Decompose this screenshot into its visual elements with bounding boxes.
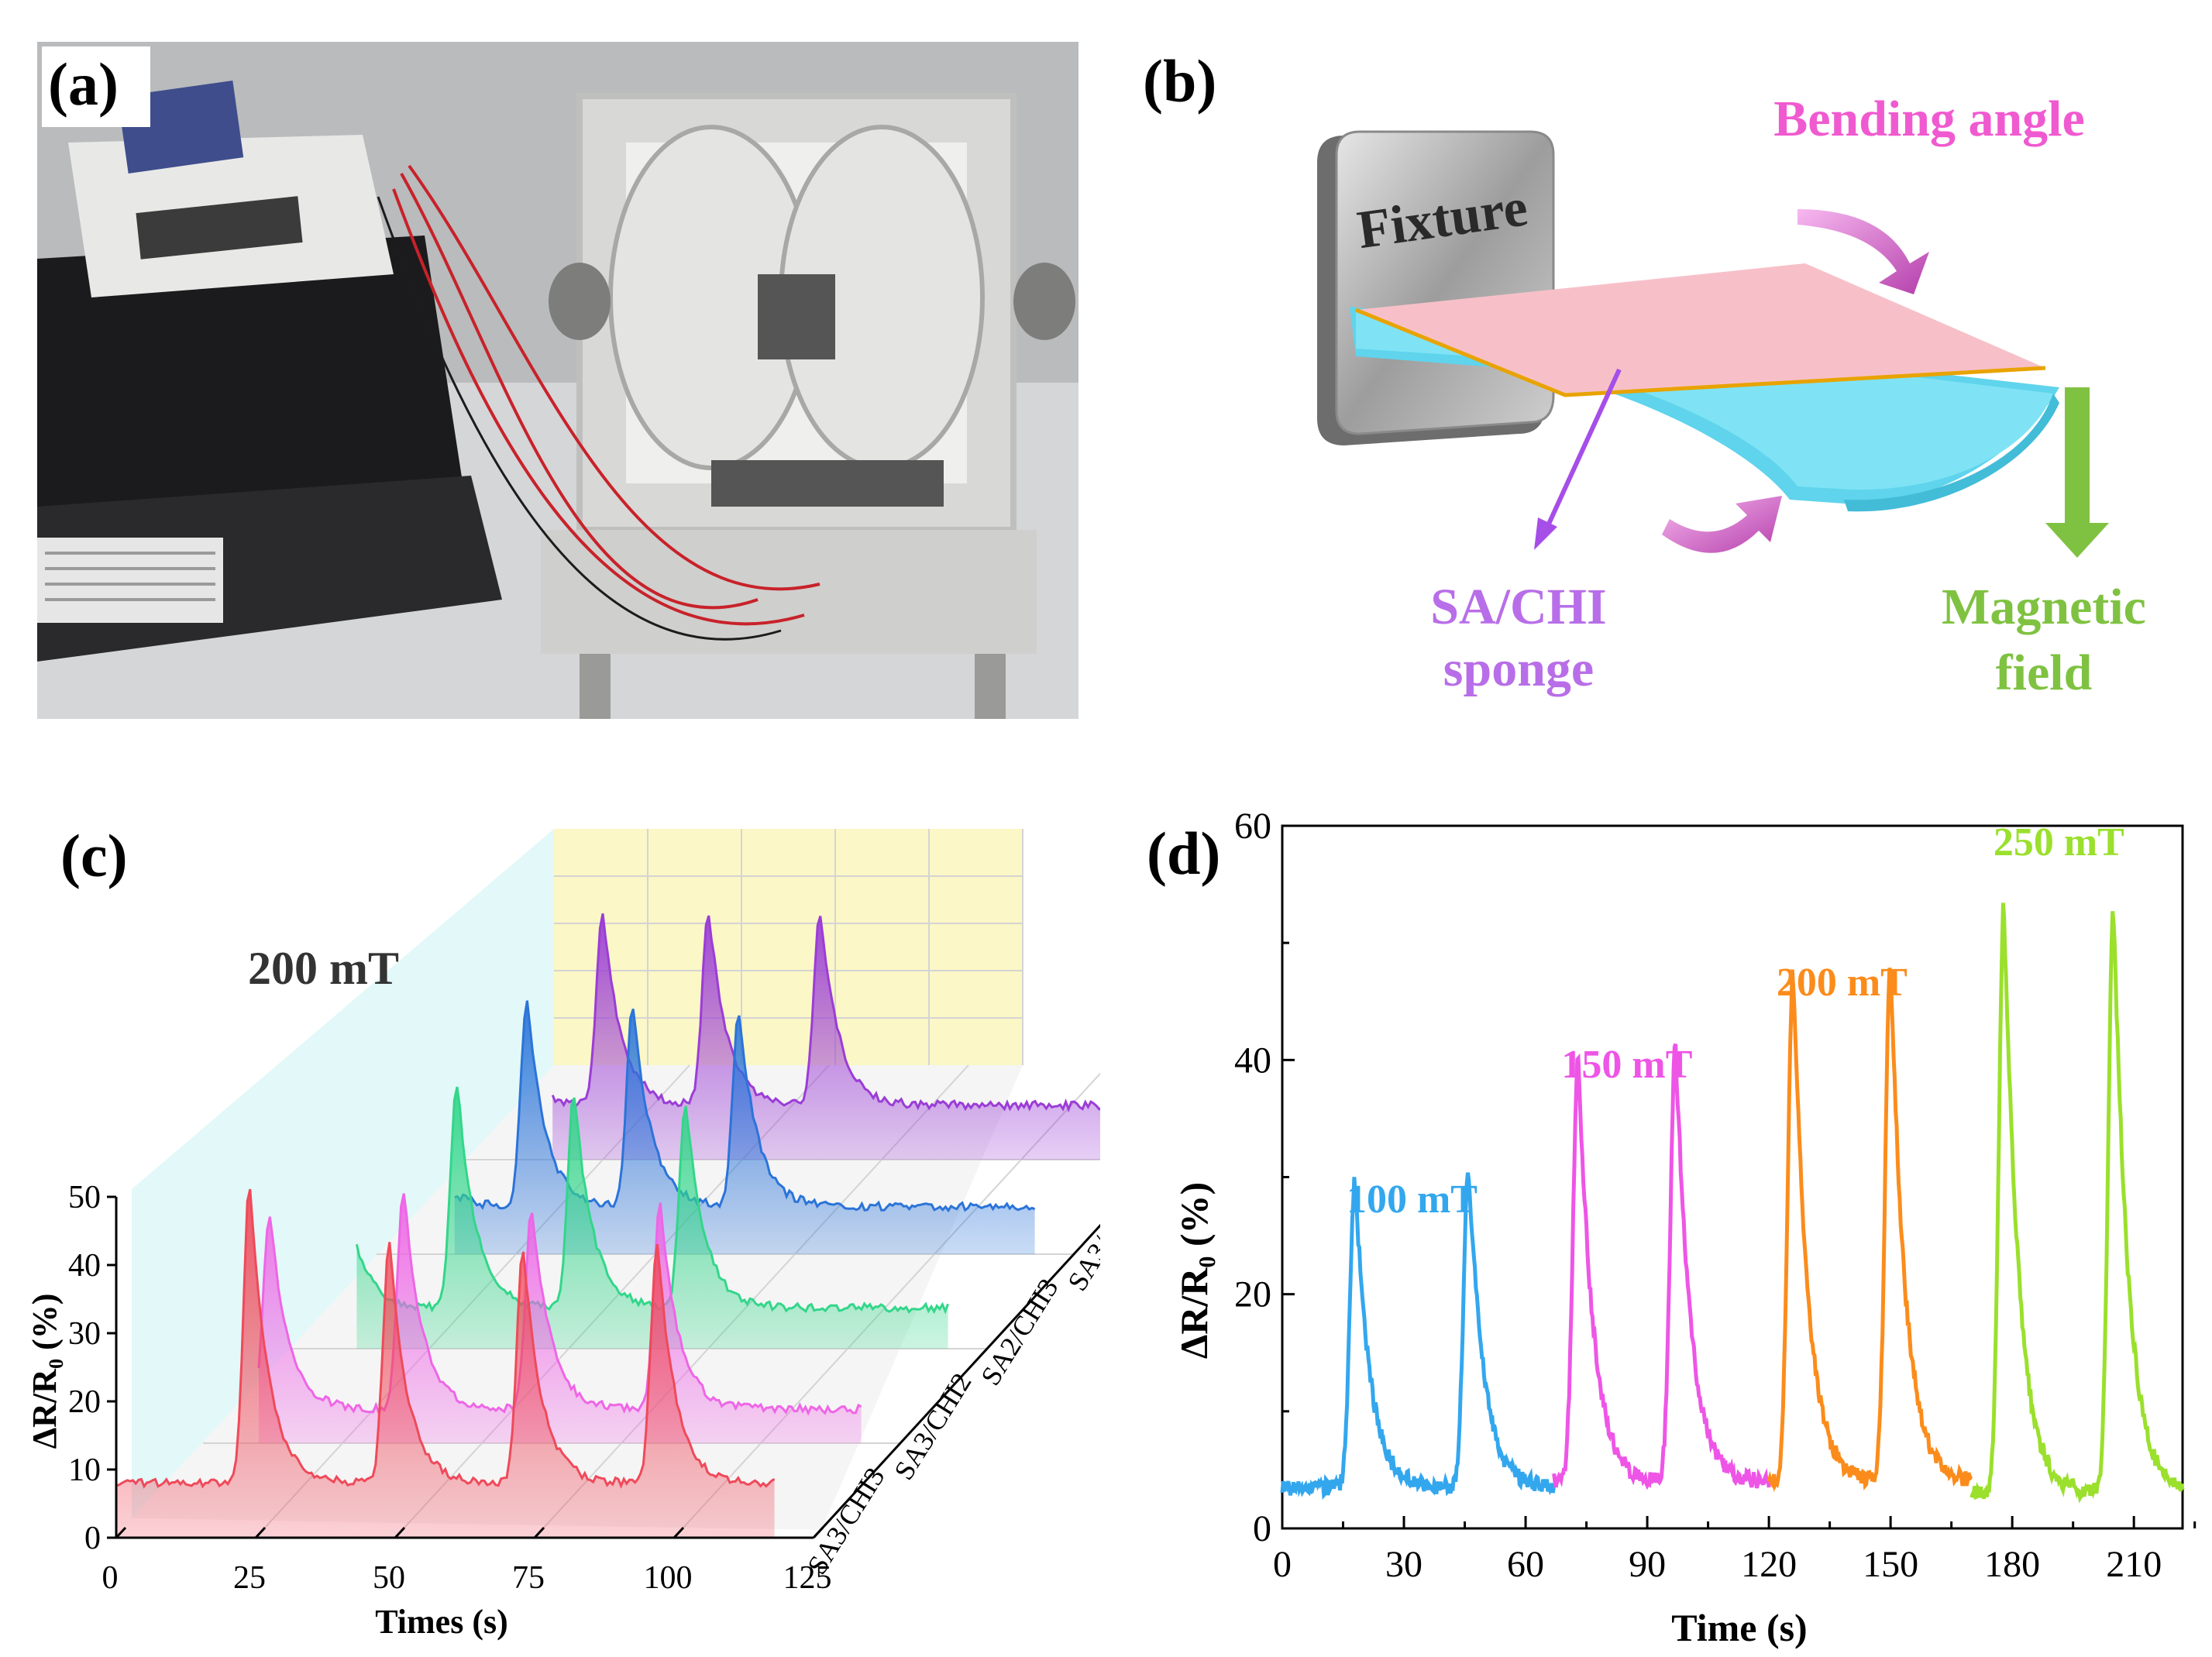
y-tick-label: 20	[68, 1384, 101, 1420]
panel-a-label: (a)	[48, 50, 119, 118]
chart-d: 0 30 60 90 120 150 180 210 0 20 40 60 100 mT 150 mT 20…	[1147, 806, 2197, 1649]
x-tick-label: 25	[233, 1560, 266, 1596]
x-tick	[533, 1526, 545, 1539]
y-axis-label: ΔR/R₀ (%)	[1172, 1182, 1216, 1359]
lab-setup-photo	[37, 42, 1078, 719]
x-tick-label: 150	[1863, 1544, 1918, 1585]
series-line-250-mt	[1969, 902, 2185, 1504]
magnetic-field-arrow-icon	[2045, 387, 2109, 558]
series-area-sa3-chi3	[116, 1189, 775, 1538]
series-line-100-mt	[1280, 1172, 1557, 1501]
x-tick	[673, 1526, 685, 1539]
back-wall	[554, 829, 1023, 1065]
series-annotation: 200 mT	[1777, 961, 1908, 1005]
y-tick-label: 40	[1234, 1040, 1271, 1081]
y-tick-label: 60	[1234, 806, 1271, 847]
series-line-150-mt	[1552, 1043, 1771, 1490]
y-tick-label: 30	[68, 1316, 101, 1352]
series-label: SA2/CHI3	[975, 1273, 1065, 1391]
x-tick-label: 60	[1507, 1544, 1544, 1585]
series-line-sa3-chi1	[454, 1000, 1036, 1213]
x-tick-label: 0	[1273, 1544, 1292, 1585]
y-tick-label: 0	[84, 1521, 101, 1556]
sponge-label-line2: sponge	[1443, 641, 1594, 697]
series-line-sa1-chi3	[551, 913, 1123, 1113]
fixture-block: Fixture	[1317, 130, 1555, 445]
left-wall	[132, 829, 554, 1518]
x-axis-label: Times (s)	[375, 1603, 508, 1641]
series-annotation: 100 mT	[1347, 1177, 1478, 1222]
x-tick-label: 75	[512, 1560, 545, 1596]
y-tick-label: 0	[1253, 1508, 1271, 1549]
bending-arrow-top-icon	[1797, 209, 1929, 294]
bending-arrow-bottom-icon	[1662, 496, 1782, 553]
sheet	[1355, 263, 2046, 397]
panel-c-label: (c)	[60, 822, 128, 889]
panel-b: (b) Fixture Bending an	[1100, 31, 2185, 728]
panel-d-label: (d)	[1147, 820, 1220, 887]
x-tick-label: 30	[1385, 1544, 1422, 1585]
x-tick-label: 210	[2106, 1544, 2162, 1585]
sponge-label-line1: SA/CHI	[1430, 579, 1606, 635]
x-tick	[812, 1526, 824, 1539]
chart-c: SA1/CHI3SA3/CHI1SA2/CHI3SA3/CHI2SA3/CHI3…	[26, 829, 1249, 1641]
y-tick-label: 40	[68, 1248, 101, 1284]
x-tick	[115, 1526, 127, 1539]
axes: 0 10 20 30 40 50 0 25 50 75 100 125	[68, 1064, 1249, 1596]
x-tick-label: 125	[783, 1560, 832, 1596]
series-line-sa3-chi3	[115, 1188, 776, 1489]
series-area-sa3-chi1	[454, 1000, 1035, 1254]
sponge-pointer-head-icon	[1534, 517, 1557, 550]
series-label: SA3/CHI2	[888, 1367, 978, 1485]
y-tick-label: 20	[1234, 1274, 1271, 1315]
x-tick-label: 50	[373, 1560, 405, 1596]
sponge-pointer	[1543, 368, 1622, 532]
x-tick	[394, 1526, 406, 1539]
x-tick-label: 120	[1741, 1544, 1797, 1585]
y-axis-label: ΔR/R₀ (%)	[26, 1294, 64, 1449]
panel-c: (c) SA1/CHI3SA3/CHI1SA2/CHI3SA3/CHI2SA3/…	[0, 806, 1249, 1653]
series-label: SA3/CHI1	[1061, 1178, 1100, 1296]
field-annotation: 200 mT	[248, 943, 399, 994]
field-label-line1: Magnetic	[1942, 579, 2146, 635]
x-tick-label: 180	[1984, 1544, 2040, 1585]
series-line-sa3-chi2	[257, 1193, 862, 1416]
y-tick-label: 10	[68, 1452, 101, 1488]
x-tick-label: 0	[102, 1560, 119, 1596]
x-tick-label: 90	[1629, 1544, 1666, 1585]
x-tick	[254, 1526, 267, 1539]
field-label-line2: field	[1996, 645, 2093, 701]
x-axis-label: Time (s)	[1671, 1606, 1807, 1649]
series-annotation: 250 mT	[1994, 820, 2124, 865]
bending-angle-label: Bending angle	[1773, 91, 2085, 147]
y-tick-label: 50	[68, 1180, 101, 1215]
panel-b-label: (b)	[1143, 47, 1217, 115]
cantilever-diagram: Fixture Bending angle SA/CHI sponge Magn…	[1317, 91, 2146, 701]
series-annotation: 150 mT	[1561, 1043, 1692, 1087]
panel-d: 0 30 60 90 120 150 180 210 0 20 40 60 100 mT 150 mT 20…	[1100, 806, 2212, 1653]
x-tick-label: 100	[644, 1560, 693, 1596]
panel-a: (a)	[37, 42, 1078, 719]
panel-a-label-box	[42, 46, 150, 127]
plot-area: 0 30 60 90 120 150 180 210 0 20 40 60 100 mT 150 mT 20…	[1234, 806, 2197, 1585]
series-area-sa1-chi3	[552, 913, 1122, 1160]
series-line-200-mt	[1767, 967, 1973, 1493]
